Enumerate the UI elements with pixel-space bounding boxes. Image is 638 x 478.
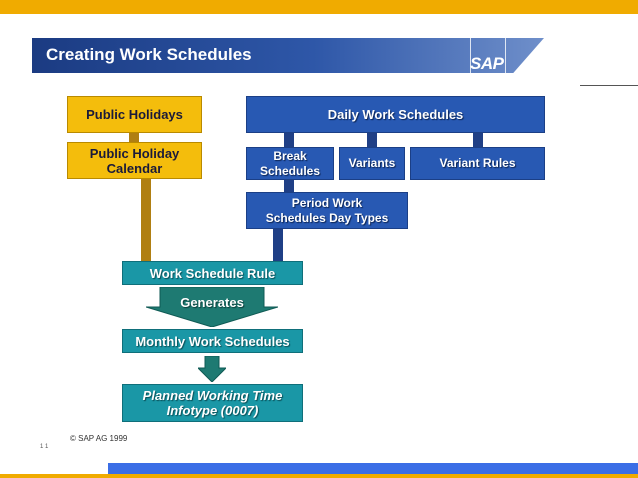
variant-rules-box: Variant Rules (410, 147, 545, 180)
title-banner (32, 38, 544, 73)
break-schedules-box: Break Schedules (246, 147, 334, 180)
copyright-notice: © SAP AG 1999 (70, 434, 128, 443)
page-title: Creating Work Schedules (46, 45, 252, 64)
logo-divider-left (470, 38, 471, 73)
connector-period-to-rule (273, 229, 283, 261)
planned-working-time-box: Planned Working Time Infotype (0007) (122, 384, 303, 422)
period-work-schedules-box: Period Work Schedules Day Types (246, 192, 408, 229)
header-rule (580, 85, 638, 86)
public-holiday-calendar-box: Public Holiday Calendar (67, 142, 202, 179)
generates-label: Generates (180, 294, 244, 310)
sap-logo: SAP (470, 54, 504, 73)
monthly-work-schedules-box: Monthly Work Schedules (122, 329, 303, 353)
connector-daily-to-break (284, 133, 294, 147)
generates-arrow (146, 287, 278, 327)
bottom-yellow-bar (0, 474, 638, 478)
connector-daily-to-variant-rules (473, 133, 483, 147)
top-accent-bar (0, 0, 638, 14)
daily-work-schedules-box: Daily Work Schedules (246, 96, 545, 133)
connector-holidays-to-calendar (129, 133, 139, 143)
logo-divider-right (505, 38, 506, 73)
work-schedule-rule-box: Work Schedule Rule (122, 261, 303, 285)
bottom-blue-bar (108, 463, 638, 474)
connector-break-to-period (284, 180, 294, 192)
public-holidays-box: Public Holidays (67, 96, 202, 133)
connector-calendar-to-rule (141, 179, 151, 261)
connector-daily-to-variants (367, 133, 377, 147)
variants-box: Variants (339, 147, 405, 180)
page-mark: 1 1 (40, 444, 49, 450)
down-arrow (198, 356, 226, 382)
